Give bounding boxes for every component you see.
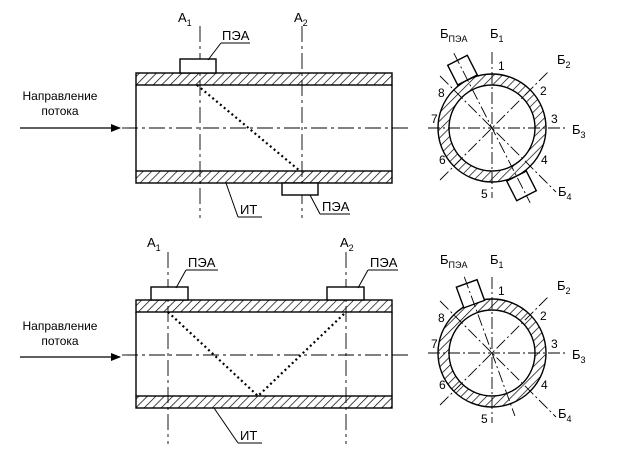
top-cs-b4-axis <box>439 75 557 193</box>
bottom-cs-point-6: 6 <box>439 378 446 392</box>
top-pea-upper-leader <box>207 42 222 61</box>
top-cs-b3-label: Б3 <box>572 122 586 140</box>
top-cs-point-7: 7 <box>431 112 438 126</box>
bottom-transducer-right <box>326 286 365 301</box>
bottom-cross-section: БПЭА Б1 Б2 Б3 Б4 1 2 3 4 5 6 7 8 <box>428 252 586 426</box>
top-pipe <box>122 72 408 184</box>
bottom-cs-point-1: 1 <box>498 284 505 298</box>
top-it-leader <box>225 182 239 218</box>
top-cs-b1-label: Б1 <box>490 26 504 44</box>
bottom-cs-point-7: 7 <box>431 337 438 351</box>
bottom-cs-b2-axis <box>439 296 549 406</box>
bottom-cs-b4-axis <box>439 300 557 418</box>
top-flow-label-line2: потока <box>41 104 78 118</box>
bottom-cs-b4-label: Б4 <box>558 406 572 424</box>
bottom-section-a1-label: А1 <box>147 235 161 253</box>
top-cs-b-pea-label: БПЭА <box>440 26 467 44</box>
top-cs-point-2: 2 <box>540 84 547 98</box>
bottom-pea-right-leader <box>357 269 369 289</box>
top-transducer-lower <box>281 182 319 196</box>
top-flow-label-line1: Направление <box>23 89 98 103</box>
top-cs-point-3: 3 <box>551 112 558 126</box>
top-section-a2-label: А2 <box>294 10 308 28</box>
top-cs-point-4: 4 <box>541 153 548 167</box>
bottom-flow-label-line1: Направление <box>23 319 98 333</box>
top-transducer-lower-label: ПЭА <box>322 199 350 214</box>
top-pipe-label: ИТ <box>240 202 257 217</box>
top-pipe-lower-wall <box>135 170 393 184</box>
bottom-it-leader <box>213 407 239 444</box>
bottom-cs-b1-label: Б1 <box>490 252 504 270</box>
top-cs-b4-label: Б4 <box>558 184 572 202</box>
bottom-cs-point-3: 3 <box>551 337 558 351</box>
bottom-transducer-left-label: ПЭА <box>188 255 216 270</box>
bottom-pea-left-leader <box>175 269 187 289</box>
bottom-cs-transducer-group <box>455 276 516 417</box>
top-pea-lower-leader <box>309 194 321 215</box>
bottom-pipe <box>122 299 408 409</box>
bottom-cs-point-8: 8 <box>438 311 445 325</box>
bottom-cs-b3-label: Б3 <box>572 347 586 365</box>
top-acoustic-path <box>196 84 301 172</box>
top-transducer-upper-label: ПЭА <box>222 28 250 43</box>
top-cs-b2-axis <box>439 71 549 181</box>
bottom-transducer-right-label: ПЭА <box>370 255 398 270</box>
top-section-a1-label: А1 <box>178 10 192 28</box>
bottom-scheme: Направление потока А1 А2 ПЭА ПЭА ИТ <box>20 235 408 444</box>
top-cs-point-5: 5 <box>481 187 488 201</box>
bottom-transducer-left <box>150 286 189 301</box>
top-cross-section: БПЭА Б1 Б2 Б3 Б4 1 2 3 4 5 6 7 8 <box>428 26 586 204</box>
bottom-cs-point-2: 2 <box>540 309 547 323</box>
bottom-acoustic-path <box>167 311 347 398</box>
bottom-cs-point-4: 4 <box>541 378 548 392</box>
top-scheme: Направление потока А1 А2 ПЭА ПЭА ИТ <box>20 10 408 218</box>
bottom-pipe-label: ИТ <box>240 428 257 443</box>
top-transducer-upper <box>179 58 217 74</box>
bottom-pipe-upper-wall <box>135 299 393 313</box>
top-flow-direction: Направление потока <box>20 89 121 132</box>
bottom-flow-direction: Направление потока <box>20 319 121 361</box>
top-pipe-upper-wall <box>135 72 393 86</box>
top-cs-point-8: 8 <box>438 86 445 100</box>
bottom-flow-label-line2: потока <box>41 334 78 348</box>
bottom-cs-pea-axis <box>463 276 516 417</box>
bottom-pipe-lower-wall <box>135 395 393 409</box>
bottom-cs-point-5: 5 <box>481 412 488 426</box>
bottom-cs-b-pea-label: БПЭА <box>440 252 467 270</box>
bottom-cs-b2-label: Б2 <box>557 278 571 296</box>
bottom-section-a2-label: А2 <box>340 235 354 253</box>
top-cs-point-1: 1 <box>498 59 505 73</box>
top-cs-point-6: 6 <box>439 153 446 167</box>
top-cs-b2-label: Б2 <box>557 52 571 70</box>
